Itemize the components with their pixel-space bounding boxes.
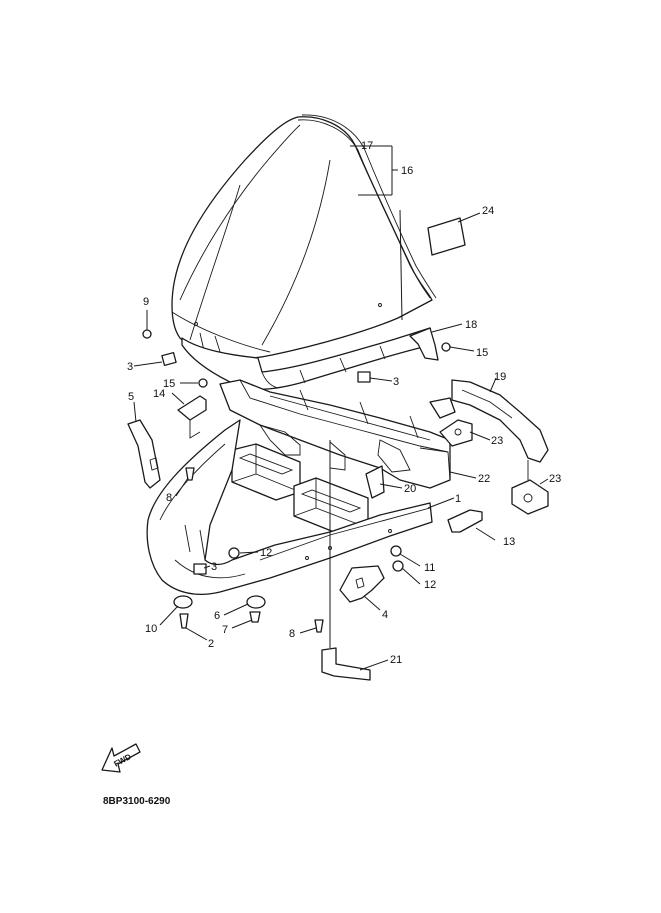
mirror-stay-upper xyxy=(439,419,473,447)
bracket-14 xyxy=(177,395,207,439)
callout-20: 20 xyxy=(404,483,416,495)
bracket-21 xyxy=(321,647,371,681)
callout-18: 18 xyxy=(465,319,477,331)
callout-8-upper: 8 xyxy=(166,492,172,504)
callout-19: 19 xyxy=(494,371,506,383)
callout-22: 22 xyxy=(478,473,490,485)
leader-lines xyxy=(133,145,549,671)
callout-11: 11 xyxy=(424,562,435,574)
part-code: 8BP3100-6290 xyxy=(103,796,171,807)
callout-21: 21 xyxy=(390,654,402,666)
callout-4: 4 xyxy=(382,609,388,621)
small-parts xyxy=(142,329,451,633)
callout-12-left: 12 xyxy=(260,547,272,559)
bracket-13 xyxy=(447,509,483,533)
callout-15-right: 15 xyxy=(476,347,488,359)
windshield xyxy=(171,114,437,360)
mirror-stay-lower xyxy=(511,460,549,515)
callout-13: 13 xyxy=(503,536,515,548)
fwd-arrow: FWD xyxy=(101,743,141,773)
callout-17: 17 xyxy=(361,140,373,152)
callout-3-upper-left: 3 xyxy=(127,361,133,373)
callout-16: 16 xyxy=(401,165,413,177)
callout-6: 6 xyxy=(214,610,220,622)
callout-15-left: 15 xyxy=(163,378,175,390)
callout-9: 9 xyxy=(143,296,149,308)
callout-10: 10 xyxy=(145,623,157,635)
callout-2: 2 xyxy=(208,638,214,650)
callout-5: 5 xyxy=(128,391,134,403)
meter-box xyxy=(231,443,369,537)
callout-24: 24 xyxy=(482,205,494,217)
inner-duct-structure xyxy=(219,379,451,489)
bracket-5 xyxy=(127,419,161,489)
callout-23-lower: 23 xyxy=(549,473,561,485)
bracket-4 xyxy=(339,565,385,603)
bracket-19 xyxy=(429,379,549,463)
callout-23-upper: 23 xyxy=(491,435,503,447)
decal-24 xyxy=(427,217,466,256)
callout-7: 7 xyxy=(222,624,228,636)
callout-14: 14 xyxy=(153,388,165,400)
callout-1: 1 xyxy=(455,493,461,505)
panel-20 xyxy=(365,465,385,499)
callout-labels: 1 2 3 3 3 4 5 6 7 8 8 9 10 11 12 12 13 1… xyxy=(127,140,561,666)
callout-3-lower: 3 xyxy=(211,561,217,573)
callout-12-right: 12 xyxy=(424,579,436,591)
callout-8-lower: 8 xyxy=(289,628,295,640)
callout-3-right: 3 xyxy=(393,376,399,388)
